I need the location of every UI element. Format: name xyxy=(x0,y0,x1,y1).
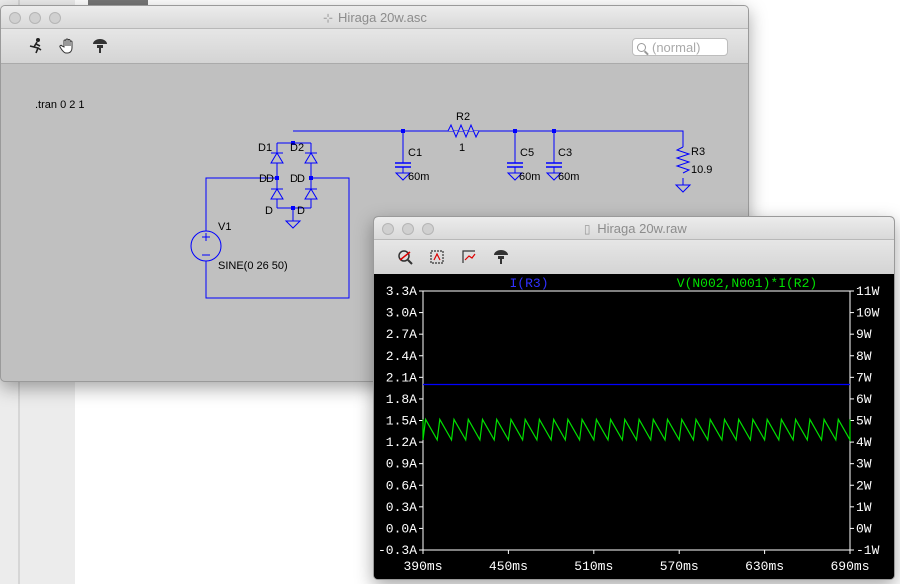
label-d-left: D xyxy=(259,173,267,185)
junction-dot xyxy=(291,141,295,145)
label-c5-value: 60m xyxy=(519,171,540,183)
probe-icon[interactable] xyxy=(89,35,111,57)
left-tick-label: 2.1A xyxy=(386,370,417,385)
right-tick-label: 9W xyxy=(856,327,872,342)
background-thumbnail xyxy=(88,0,148,6)
label-d1: D1 xyxy=(258,142,272,154)
right-tick-label: -1W xyxy=(856,543,880,558)
left-tick-label: 1.2A xyxy=(386,435,417,450)
search-placeholder: (normal) xyxy=(652,39,701,55)
plot-ticks: 3.3A 3.0A 2.7A 2.4A 2.1A 1.8A 1.5A 1.2A 0.9A 0.6A… xyxy=(378,284,880,574)
plot-axes xyxy=(422,290,851,551)
pan-plot-icon[interactable] xyxy=(458,246,480,268)
plot-frame xyxy=(422,290,851,551)
plot-area[interactable]: 3.3A 3.0A 2.7A 2.4A 2.1A 1.8A 1.5A 1.2A 0.9A 0.6A… xyxy=(374,274,895,580)
right-tick-label: 5W xyxy=(856,414,872,429)
right-tick-label: 2W xyxy=(856,478,872,493)
label-r2-value: 1 xyxy=(459,142,465,154)
x-tick-label: 630ms xyxy=(745,559,784,574)
x-tick-label: 690ms xyxy=(830,559,869,574)
x-tick-label: 510ms xyxy=(574,559,613,574)
schematic-toolbar: (normal) xyxy=(1,29,748,64)
schematic-title: ⊹Hiraga 20w.asc xyxy=(323,10,427,25)
waveform-window: ▯Hiraga 20w.raw 3.3A 3.0A 2.7A 2.4A 2.1A 1.8A… xyxy=(373,216,895,580)
left-tick-label: 3.0A xyxy=(386,306,417,321)
schematic-drawing[interactable]: .tran 0 2 1 D1 D2 D D D D D D R2 1 C1 60… xyxy=(1,63,749,382)
label-d2: D2 xyxy=(290,142,304,154)
junction-dot xyxy=(513,129,517,133)
waveform-title: ▯Hiraga 20w.raw xyxy=(374,221,894,236)
junction-dot xyxy=(275,176,279,180)
right-tick-label: 8W xyxy=(856,349,872,364)
label-c1: C1 xyxy=(408,147,422,159)
right-tick-label: 11W xyxy=(856,284,880,299)
waveform-toolbar xyxy=(374,240,894,275)
left-tick-label: 0.3A xyxy=(386,500,417,515)
right-tick-label: 10W xyxy=(856,306,880,321)
left-tick-label: -0.3A xyxy=(378,543,417,558)
left-tick-label: 3.3A xyxy=(386,284,417,299)
left-tick-label: 1.5A xyxy=(386,414,417,429)
document-icon: ▯ xyxy=(583,222,591,236)
autorange-icon[interactable] xyxy=(394,246,416,268)
junction-dot xyxy=(401,129,405,133)
close-button[interactable] xyxy=(9,12,21,24)
run-icon[interactable] xyxy=(25,35,47,57)
right-tick-label: 1W xyxy=(856,500,872,515)
schematic-titlebar[interactable]: ⊹Hiraga 20w.asc xyxy=(1,6,748,29)
left-tick-label: 0.9A xyxy=(386,457,417,472)
label-d-right: D xyxy=(290,173,298,185)
minimize-button[interactable] xyxy=(29,12,41,24)
trace-power xyxy=(422,417,851,443)
zoom-extents-icon[interactable] xyxy=(426,246,448,268)
label-d-left2: D xyxy=(266,173,274,185)
search-icon xyxy=(637,42,646,52)
label-c3: C3 xyxy=(558,147,572,159)
label-r3-value: 10.9 xyxy=(691,164,712,176)
legend-i-r3: I(R3) xyxy=(509,276,548,291)
right-tick-label: 3W xyxy=(856,457,872,472)
label-c5: C5 xyxy=(520,147,534,159)
waveform-titlebar[interactable]: ▯Hiraga 20w.raw xyxy=(374,217,894,240)
waveform-plot[interactable]: 3.3A 3.0A 2.7A 2.4A 2.1A 1.8A 1.5A 1.2A 0.9A 0.6A… xyxy=(374,274,895,580)
right-tick-label: 6W xyxy=(856,392,872,407)
label-v1-value: SINE(0 26 50) xyxy=(218,260,288,272)
hand-icon[interactable] xyxy=(57,35,79,57)
left-tick-label: 2.4A xyxy=(386,349,417,364)
label-v1: V1 xyxy=(218,221,231,233)
search-field[interactable]: (normal) xyxy=(632,38,728,56)
left-tick-label: 0.0A xyxy=(386,521,417,536)
minimize-button[interactable] xyxy=(402,223,414,235)
zoom-button[interactable] xyxy=(49,12,61,24)
legend-power: V(N002,N001)*I(R2) xyxy=(677,276,817,291)
right-tick-label: 4W xyxy=(856,435,872,450)
close-button[interactable] xyxy=(382,223,394,235)
junction-dot xyxy=(309,176,313,180)
probe-icon[interactable] xyxy=(490,246,512,268)
label-c3-value: 60m xyxy=(558,171,579,183)
label-d-right2: D xyxy=(297,173,305,185)
label-c1-value: 60m xyxy=(408,171,429,183)
x-tick-label: 570ms xyxy=(660,559,699,574)
tran-directive: .tran 0 2 1 xyxy=(35,99,85,111)
right-tick-label: 0W xyxy=(856,521,872,536)
junction-dot xyxy=(552,129,556,133)
left-tick-label: 0.6A xyxy=(386,478,417,493)
label-r3: R3 xyxy=(691,146,705,158)
right-tick-label: 7W xyxy=(856,370,872,385)
label-d-bottom-left: D xyxy=(265,205,273,217)
label-d-bottom-right: D xyxy=(297,205,305,217)
x-tick-label: 450ms xyxy=(489,559,528,574)
schematic-file-icon: ⊹ xyxy=(323,11,334,25)
left-tick-label: 2.7A xyxy=(386,327,417,342)
junction-dot xyxy=(291,206,295,210)
x-tick-label: 390ms xyxy=(403,559,442,574)
zoom-button[interactable] xyxy=(422,223,434,235)
schematic-canvas[interactable]: .tran 0 2 1 D1 D2 D D D D D D R2 1 C1 60… xyxy=(1,63,749,382)
label-r2: R2 xyxy=(456,111,470,123)
left-tick-label: 1.8A xyxy=(386,392,417,407)
